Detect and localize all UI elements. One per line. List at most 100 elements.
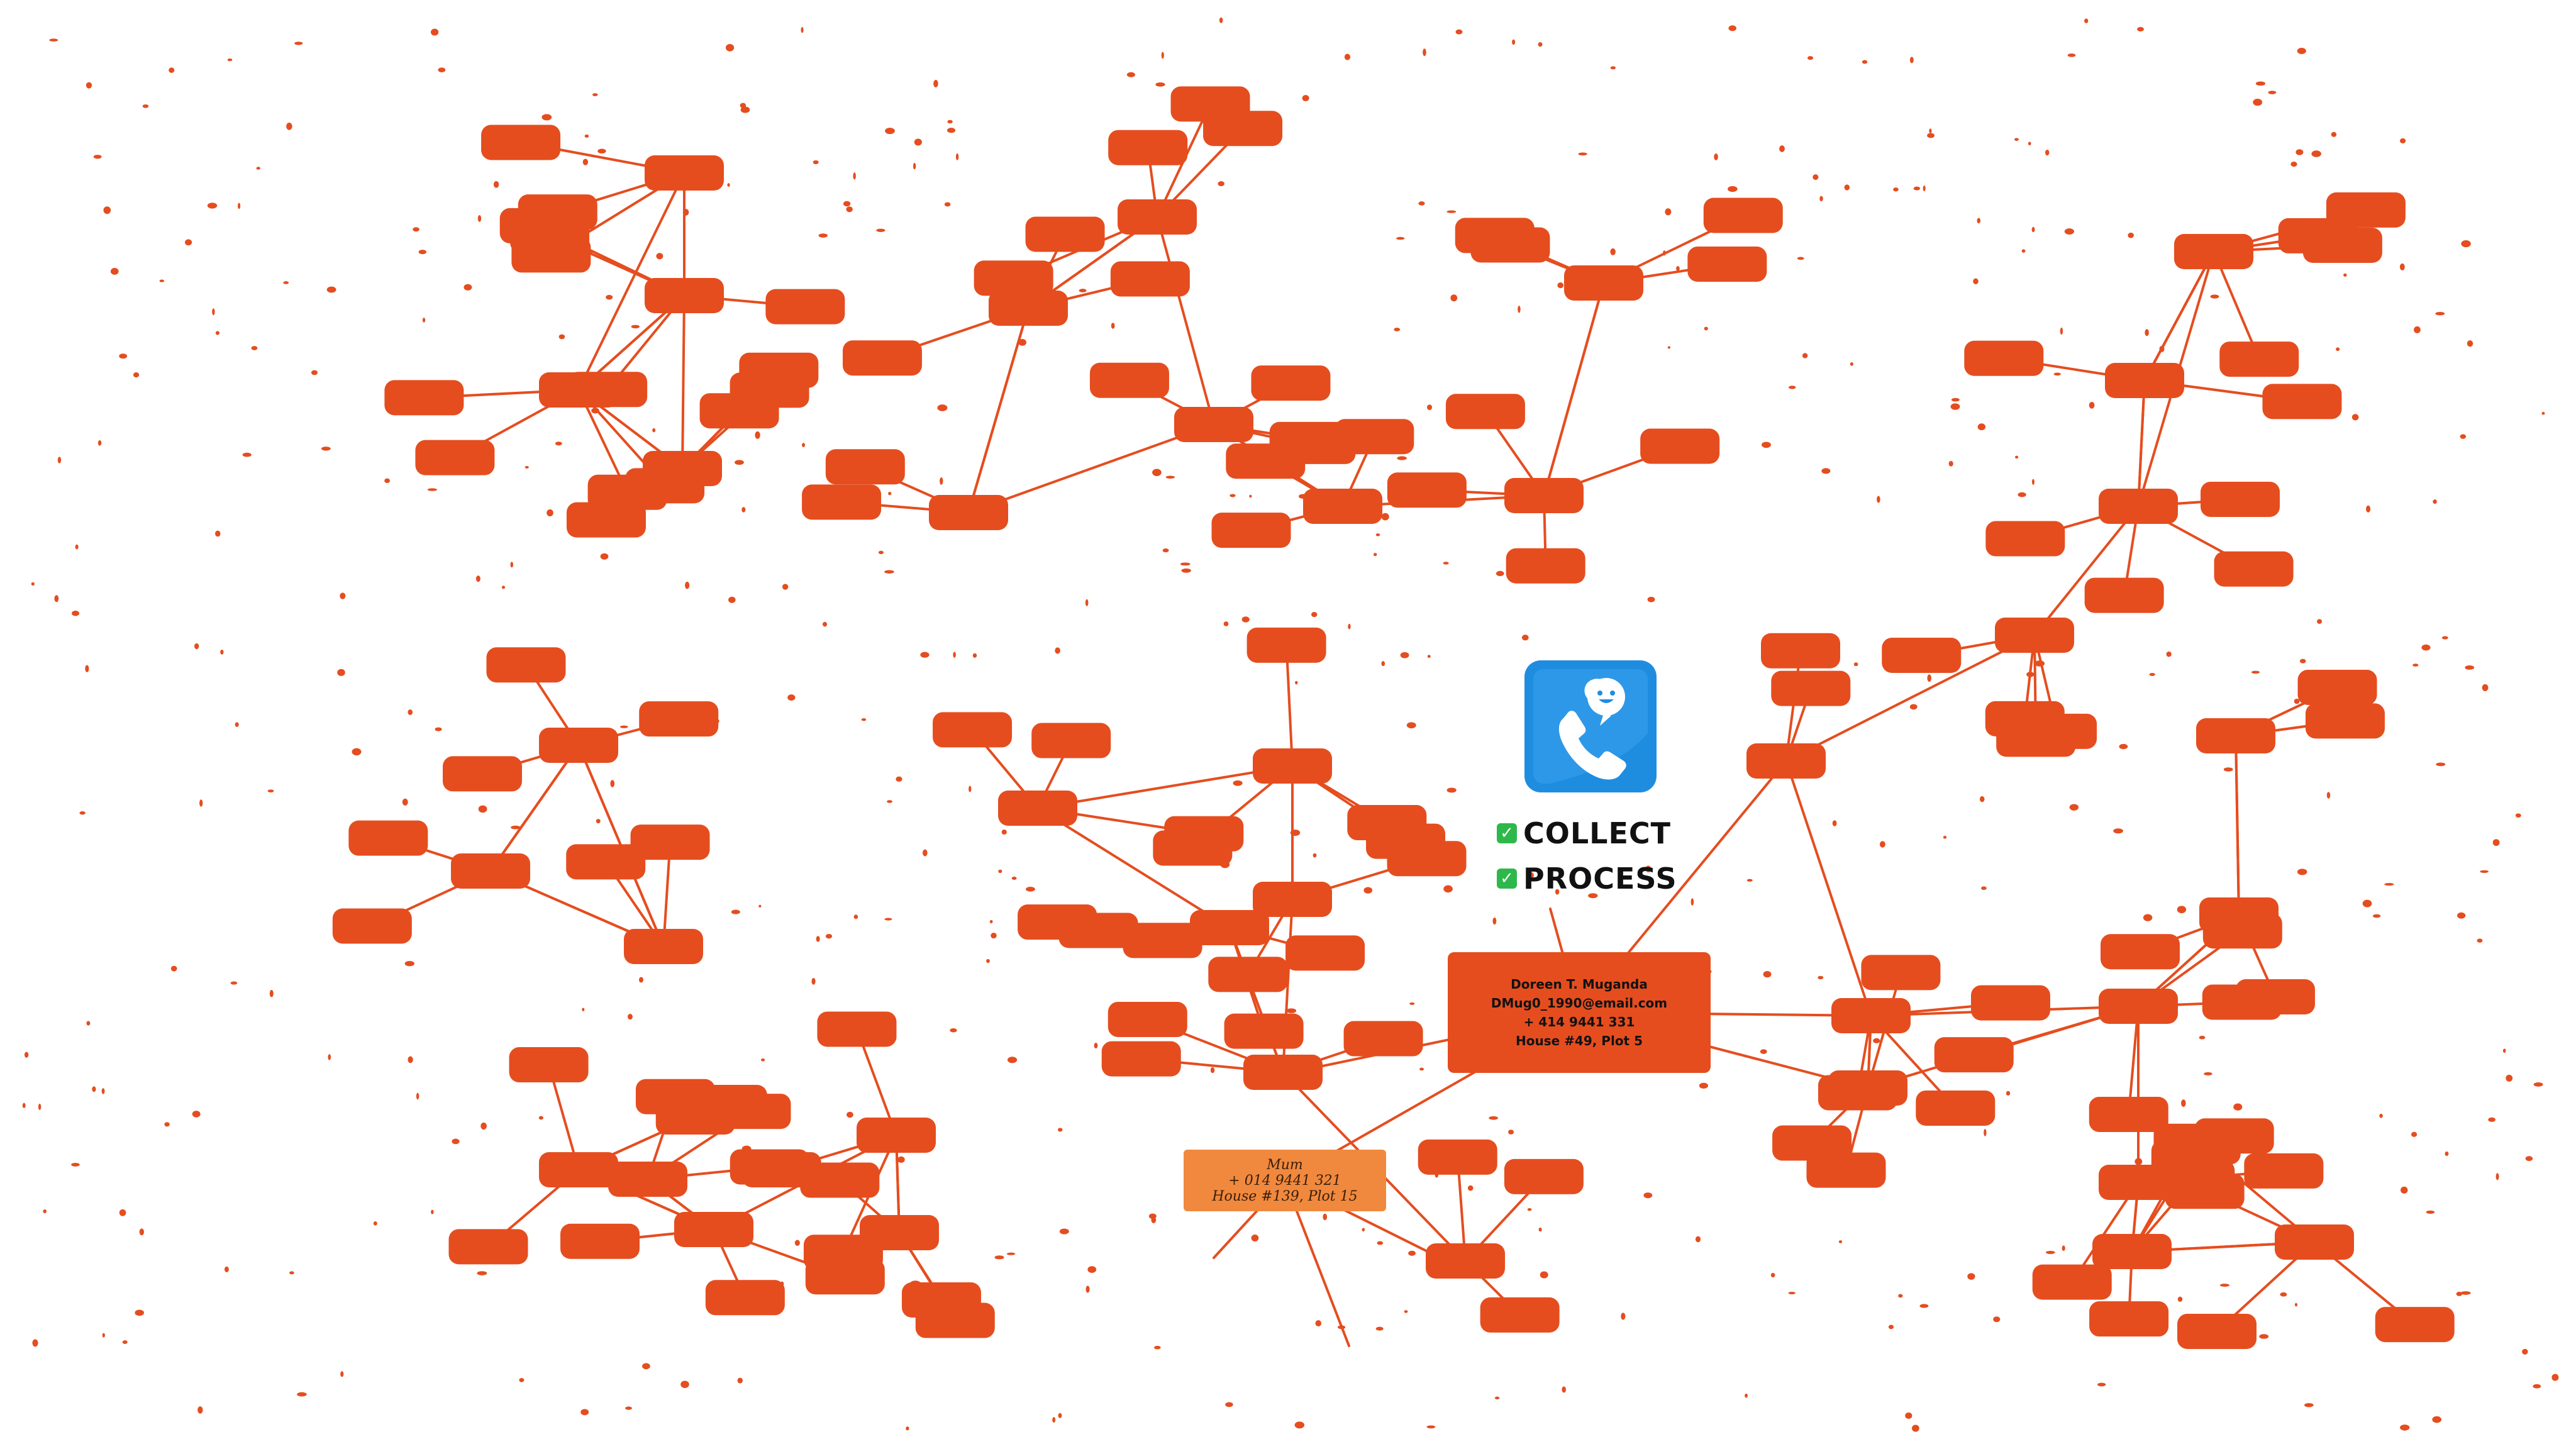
network-node[interactable] <box>705 1280 785 1316</box>
network-node[interactable] <box>1118 199 1197 235</box>
network-node[interactable] <box>1455 218 1535 253</box>
network-node[interactable] <box>802 484 882 520</box>
network-node[interactable] <box>2275 1224 2354 1260</box>
network-node[interactable] <box>1226 443 1306 479</box>
network-node[interactable] <box>2201 481 2280 517</box>
network-node[interactable] <box>2302 228 2382 264</box>
network-node[interactable] <box>1970 985 2050 1021</box>
network-node[interactable] <box>2235 979 2315 1015</box>
network-node[interactable] <box>566 502 646 538</box>
network-node[interactable] <box>1190 910 1269 945</box>
network-node[interactable] <box>509 1047 589 1083</box>
network-node[interactable] <box>1211 513 1291 548</box>
network-node[interactable] <box>1772 1125 1852 1161</box>
network-node[interactable] <box>2105 363 2184 398</box>
network-node[interactable] <box>2214 551 2294 587</box>
network-node[interactable] <box>1761 633 1841 669</box>
network-node[interactable] <box>1335 419 1414 455</box>
network-node[interactable] <box>1418 1139 1497 1175</box>
network-node[interactable] <box>1224 1013 1304 1049</box>
network-node[interactable] <box>998 791 1077 826</box>
network-node[interactable] <box>442 756 522 792</box>
network-node[interactable] <box>765 289 845 325</box>
network-node[interactable] <box>1110 261 1190 297</box>
network-node[interactable] <box>481 125 561 160</box>
network-node[interactable] <box>1504 1158 1584 1194</box>
network-node[interactable] <box>645 155 724 191</box>
network-node[interactable] <box>448 1229 528 1265</box>
network-node[interactable] <box>842 340 922 376</box>
network-node[interactable] <box>539 1152 618 1187</box>
network-node[interactable] <box>1018 904 1097 940</box>
network-node[interactable] <box>624 929 703 964</box>
network-node[interactable] <box>2244 1153 2324 1189</box>
network-node[interactable] <box>415 440 495 475</box>
network-node[interactable] <box>1934 1037 2014 1073</box>
network-node[interactable] <box>1831 998 1911 1033</box>
network-node[interactable] <box>1246 627 1326 663</box>
network-node[interactable] <box>1687 247 1767 282</box>
network-node[interactable] <box>1347 805 1427 841</box>
network-node[interactable] <box>639 701 719 737</box>
network-node[interactable] <box>1253 882 1332 917</box>
network-node[interactable] <box>2177 1313 2257 1349</box>
network-node[interactable] <box>1985 521 2065 557</box>
phone-chat-app-icon[interactable] <box>1524 660 1657 792</box>
network-node[interactable] <box>1108 1001 1187 1037</box>
network-node[interactable] <box>2174 234 2253 269</box>
network-node[interactable] <box>1089 362 1169 398</box>
network-node[interactable] <box>1861 955 1941 991</box>
network-node[interactable] <box>1882 638 1962 674</box>
network-node[interactable] <box>739 352 819 388</box>
network-node[interactable] <box>348 820 428 856</box>
network-node[interactable] <box>2089 1301 2169 1337</box>
network-node[interactable] <box>1995 618 2074 653</box>
network-node[interactable] <box>817 1011 897 1047</box>
network-node[interactable] <box>1818 1075 1897 1111</box>
network-node[interactable] <box>587 474 667 510</box>
network-node[interactable] <box>1285 935 1365 971</box>
network-node[interactable] <box>2032 1264 2112 1300</box>
network-node[interactable] <box>1253 748 1332 784</box>
network-node[interactable] <box>1771 670 1851 706</box>
network-node[interactable] <box>568 372 648 408</box>
network-node[interactable] <box>645 278 724 313</box>
network-node[interactable] <box>2305 703 2385 739</box>
network-node[interactable] <box>630 824 710 860</box>
network-node[interactable] <box>1303 489 1382 524</box>
network-node[interactable] <box>1101 1041 1181 1077</box>
network-node[interactable] <box>608 1162 687 1197</box>
network-node[interactable] <box>933 712 1013 748</box>
network-node[interactable] <box>1203 111 1283 147</box>
network-node[interactable] <box>539 728 618 763</box>
network-node[interactable] <box>1387 841 1467 877</box>
network-node[interactable] <box>974 260 1053 296</box>
contact-card[interactable]: Doreen T. Muganda DMug0_1990@email.com +… <box>1448 952 1711 1073</box>
network-node[interactable] <box>1108 130 1188 165</box>
network-node[interactable] <box>566 844 646 880</box>
network-node[interactable] <box>825 449 905 485</box>
network-node[interactable] <box>1504 478 1584 513</box>
network-node[interactable] <box>1426 1243 1505 1279</box>
network-node[interactable] <box>2326 192 2406 228</box>
network-node[interactable] <box>2219 341 2299 377</box>
related-contact-card[interactable]: Mum + 014 9441 321 House #139, Plot 15 <box>1184 1150 1386 1211</box>
network-node[interactable] <box>2099 489 2178 524</box>
network-node[interactable] <box>384 380 464 416</box>
network-node[interactable] <box>1480 1297 1560 1333</box>
network-node[interactable] <box>1964 340 2044 376</box>
network-node[interactable] <box>1640 428 1720 464</box>
network-node[interactable] <box>1445 394 1525 430</box>
network-node[interactable] <box>1506 548 1585 584</box>
network-node[interactable] <box>2153 1123 2233 1159</box>
network-node[interactable] <box>2099 989 2178 1024</box>
network-node[interactable] <box>1806 1152 1886 1188</box>
network-node[interactable] <box>989 291 1068 326</box>
network-node[interactable] <box>2375 1307 2455 1343</box>
network-node[interactable] <box>1208 957 1288 992</box>
network-node[interactable] <box>560 1223 640 1259</box>
network-node[interactable] <box>800 1162 880 1198</box>
network-node[interactable] <box>1564 265 1643 301</box>
network-node[interactable] <box>1174 407 1253 442</box>
network-node[interactable] <box>929 495 1008 530</box>
